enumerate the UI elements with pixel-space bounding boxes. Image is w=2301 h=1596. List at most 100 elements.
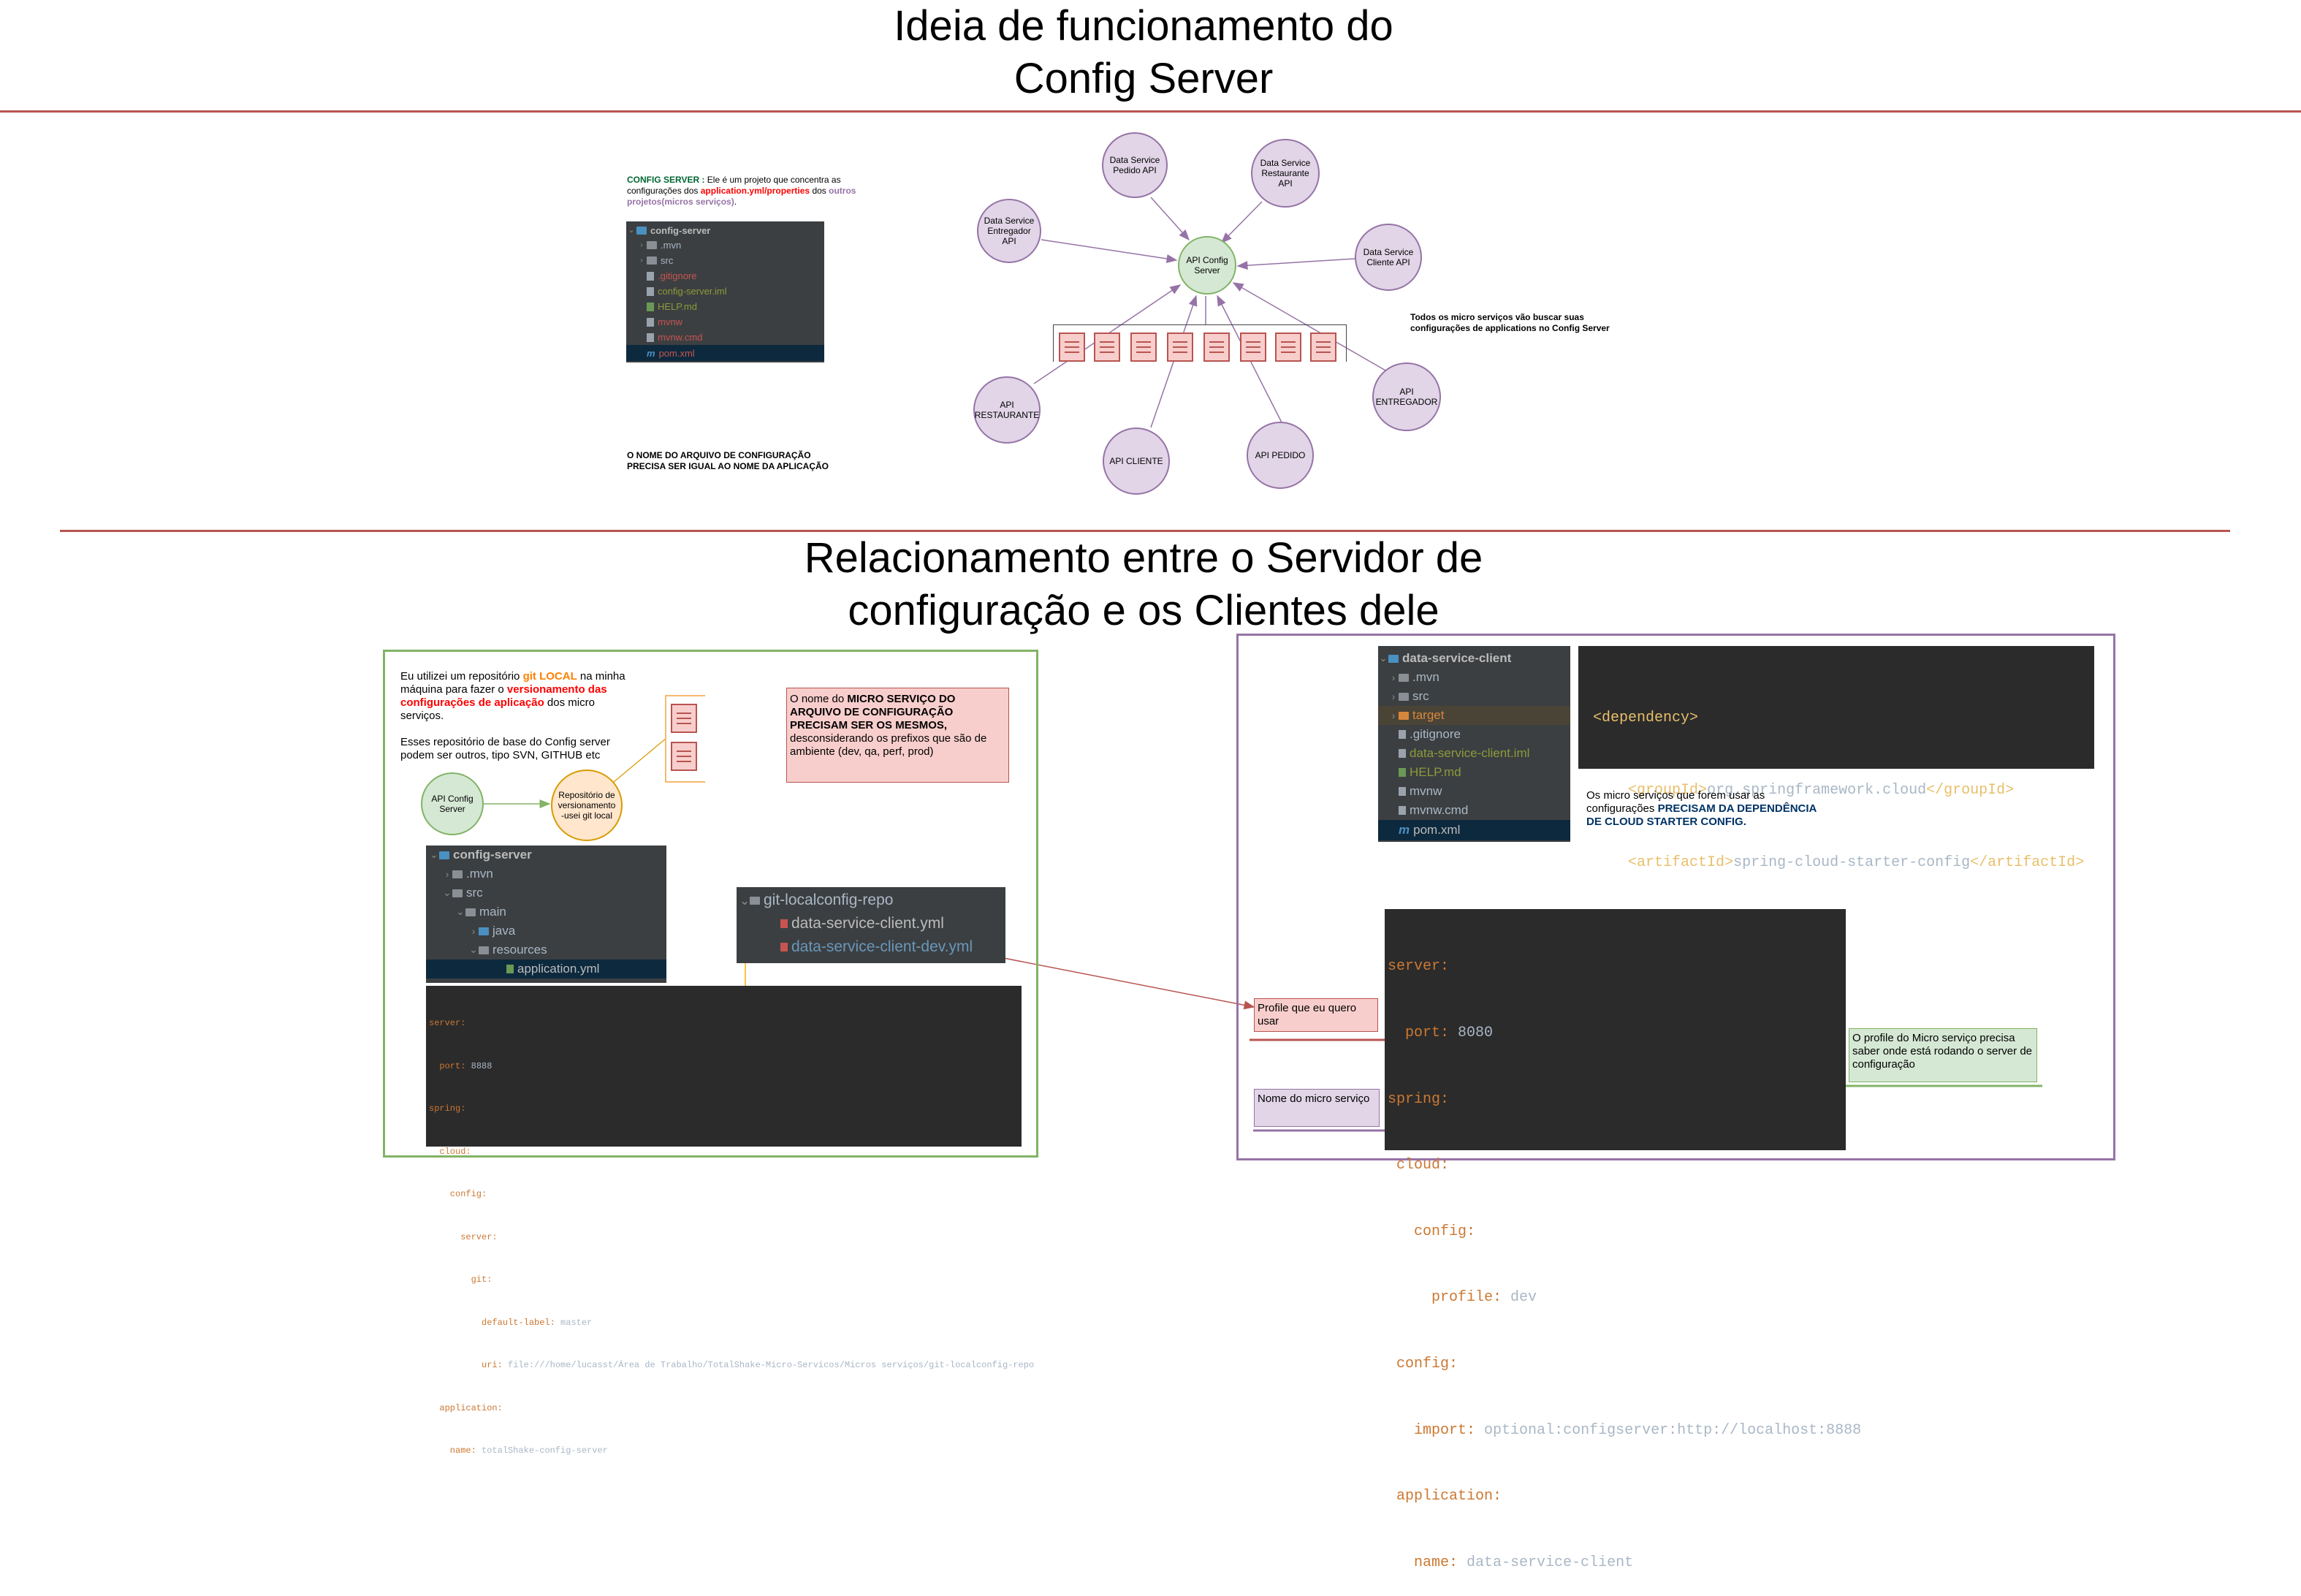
tree-root[interactable]: ⌄git-localconfig-repo [739,892,894,908]
microservice-name-label: Nome do micro serviço [1254,1089,1380,1127]
tree-item[interactable]: HELP.md [626,299,824,314]
file-icon [647,271,654,281]
folder-icon [647,241,657,249]
tree-item[interactable]: ⌄resources [469,943,547,957]
folder-icon [465,908,476,916]
terminal-icon [1399,787,1406,796]
folder-icon [750,896,760,905]
tree-item[interactable]: ›target [1378,706,1570,725]
tree-item[interactable]: .gitignore [1378,725,1570,744]
section1-title: Ideia de funcionamento do Config Server [804,0,1483,105]
profile-server-note: O profile do Micro serviço precisa saber… [1849,1028,2037,1082]
repo-file-icon [671,704,697,733]
tree-item[interactable]: data-service-client.yml [737,912,1005,935]
node-api-config-server-small: API Config Server [421,772,484,835]
section1-title-line1: Ideia de funcionamento do [894,2,1393,50]
tree-item[interactable]: ›java [471,924,516,938]
folder-icon [1399,692,1409,701]
yaml-icon [506,965,514,973]
node-data-service-restaurante-api: Data Service Restaurante API [1251,139,1320,208]
node-data-service-cliente-api: Data Service Cliente API [1355,224,1422,291]
tree-item[interactable]: mvnw [626,314,824,330]
file-icon [1399,730,1406,739]
config-file-icon [1094,332,1120,362]
config-file-icon [1310,332,1336,362]
terminal-icon [647,317,654,327]
file-icon [647,332,654,342]
tree-root[interactable]: ⌄config-server [430,848,532,862]
filename-note: O NOME DO ARQUIVO DE CONFIGURAÇÃO PRECIS… [627,450,829,471]
microservice-name-note: O nome do MICRO SERVIÇO DO ARQUIVO DE CO… [786,688,1009,783]
config-server-yaml: server: port: 8888 spring: cloud: config… [426,986,1034,1456]
tree-item[interactable]: mvnw.cmd [626,330,824,345]
section2-title-line2: configuração e os Clientes dele [848,587,1439,634]
divider-middle [60,530,2230,532]
tree-item[interactable]: ›.mvn [640,240,682,251]
folder-icon [479,927,489,935]
folder-icon [1399,711,1409,720]
yaml-icon [780,919,788,928]
tree-item[interactable]: data-service-client.iml [1378,744,1570,763]
section2-title: Relacionamento entre o Servidor de confi… [731,532,1556,637]
folder-icon [452,870,463,878]
tree-item[interactable]: .gitignore [626,268,824,284]
config-server-note: CONFIG SERVER : Ele é um projeto que con… [627,175,856,207]
tree-item[interactable]: ⌄main [456,905,506,919]
config-file-icon [1167,332,1193,362]
section2-title-line1: Relacionamento entre o Servidor de [804,534,1483,582]
markdown-icon [647,302,654,311]
maven-icon: m [1399,823,1410,837]
node-api-config-server: API Config Server [1178,236,1236,294]
folder-icon [452,889,463,897]
arrow-entregador-api [1041,239,1178,263]
node-git-repo: Repositório de versionamento -usei git l… [551,770,623,841]
node-data-service-entregador-api: Data Service Entregador API [977,199,1041,263]
tree-item[interactable]: ›src [1391,689,1429,703]
config-file-icon [1059,332,1085,362]
tree-item[interactable]: HELP.md [1378,763,1570,782]
tree-item[interactable]: mvnw.cmd [1378,801,1570,820]
profile-label: Profile que eu quero usar [1254,998,1378,1032]
folder-icon [439,851,449,859]
client-yaml: server: port: 8080 spring: cloud: config… [1385,909,1861,1571]
file-icon [1399,806,1406,815]
folder-icon [647,256,657,265]
resources-folder-icon [479,946,489,954]
node-api-entregador: API ENTREGADOR [1372,362,1441,431]
tree-root[interactable]: ⌄config-server [628,224,711,236]
config-file-icon [1240,332,1266,362]
client-panel [1236,634,2115,1160]
arrow-api-entregador [1232,282,1388,372]
tree-item[interactable]: ›src [640,255,674,266]
tree-root[interactable]: ⌄data-service-client [1379,651,1512,665]
divider-top [0,110,2301,113]
tree-item[interactable]: ›.mvn [445,867,493,881]
file-icon [647,286,654,296]
section1-title-line2: Config Server [1013,55,1274,102]
maven-icon: m [647,347,655,359]
dependency-xml: <dependency> <groupId>org.springframewor… [1578,646,2094,943]
node-data-service-pedido-api: Data Service Pedido API [1102,132,1168,198]
config-file-icon [1130,332,1157,362]
tree-item[interactable]: mvnw [1378,782,1570,801]
file-icon [1399,749,1406,758]
project-tree-config-server: ⌄config-server ›.mvn ›src .gitignore con… [626,221,824,362]
diagram-note: Todos os micro serviços vão buscar suas … [1410,312,1610,333]
tree-item[interactable]: config-server.iml [626,284,824,299]
config-file-icon [1275,332,1301,362]
markdown-icon [1399,768,1406,777]
git-note: Eu utilizei um repositório git LOCAL na … [400,670,625,761]
tree-item[interactable]: ⌄src [443,886,483,900]
config-file-icon [1203,332,1230,362]
tree-item[interactable]: ›.mvn [1391,670,1439,684]
tree-item[interactable]: application.yml [426,960,666,978]
config-files-group [1053,324,1347,362]
folder-icon [1399,673,1409,682]
folder-icon [636,226,647,235]
arrow-dev-to-profile [992,955,1255,1010]
folder-icon [1388,654,1399,663]
config-server-panel [383,650,1038,1158]
tree-item[interactable]: data-service-client-dev.yml [737,935,1005,959]
